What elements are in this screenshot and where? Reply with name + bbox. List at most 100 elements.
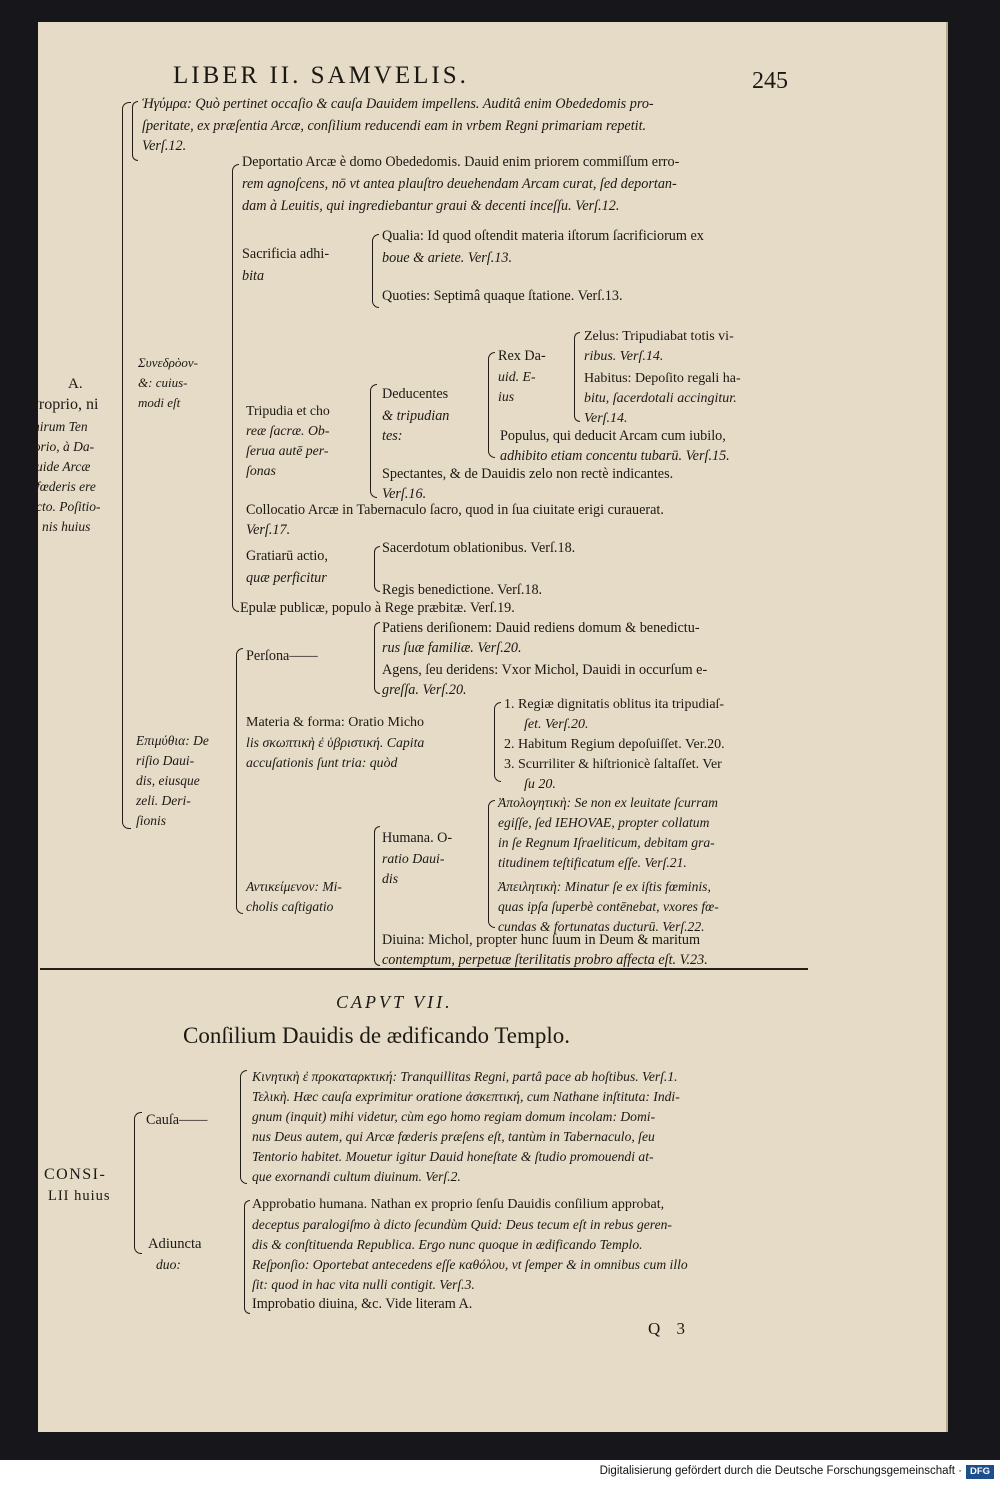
outline-bracket (132, 101, 138, 161)
tripudia-label-3: ſerua autē per- (246, 443, 329, 458)
outline-bracket (122, 102, 131, 829)
deportatio-line-2: rem agnoſcens, nō vt antea plauſtro deue… (242, 176, 677, 192)
telike-line-3: nus Deus autem, qui Arcæ fœderis præſens… (252, 1129, 655, 1144)
habitus-line-2: bitu, ſacerdotali accingitur. (584, 391, 737, 406)
outline-bracket (134, 1112, 142, 1254)
materia-item-3-line-2: ſu 20. (524, 777, 556, 792)
materia-label-1: Materia & forma: Oratio Micho (246, 715, 425, 730)
footer-bar: Digitalisierung gefördert durch die Deut… (0, 1460, 1000, 1485)
sacrificia-label-2: bita (242, 268, 265, 284)
tripudia-label-4: ſonas (246, 463, 276, 478)
patiens-line-2: rus ſuæ familiæ. Verſ.20. (382, 640, 522, 656)
diuina-line-1: Diuina: Michol, propter hunc ſuum in Deu… (382, 932, 700, 948)
materia-item-1-line-2: ſet. Verſ.20. (524, 717, 589, 732)
outline-bracket (374, 546, 380, 592)
consilii-label-2: LII huius (48, 1188, 111, 1204)
outline-bracket (240, 1070, 247, 1184)
antikeimenon-label-1: Αντικείμενον: Mi- (246, 879, 342, 894)
epimythion-label-4: zeli. Deri- (136, 793, 191, 808)
tripudia-label-2: reæ ſacræ. Ob- (246, 423, 330, 438)
agens-line-1: Agens, ſeu deridens: Vxor Michol, Dauidi… (382, 662, 708, 678)
tripudia-label-1: Tripudia et cho (246, 403, 330, 418)
root-label-line-7: cto. Poſitio- (36, 499, 101, 514)
apeiletike-line-1: Ἀπειλητικὴ: Minatur ſe ex iſtis fœminis, (498, 879, 711, 894)
outline-bracket (488, 800, 495, 928)
zelus-line-2: ribus. Verſ.14. (584, 349, 664, 364)
root-label-line-1: A. (68, 376, 83, 392)
sacerdotum-line: Sacerdotum oblationibus. Verſ.18. (382, 540, 576, 556)
telike-line-4: Tentorio habitet. Mouetur igitur Dauid h… (252, 1149, 654, 1164)
spectantes-line-2: Verſ.16. (382, 486, 427, 502)
outline-bracket (488, 352, 495, 458)
section-divider (40, 968, 808, 970)
humana-label-3: dis (382, 871, 399, 886)
humana-label-1: Humana. O- (382, 830, 453, 846)
collocatio-line-2: Verſ.17. (246, 522, 291, 538)
root-label-line-3: mirum Ten (30, 419, 88, 434)
root-label-line-5: uide Arcæ (36, 459, 91, 474)
kinetike-line: Κινητικὴ ἐ προκαταρκτική: Tranquillitas … (252, 1069, 678, 1084)
epimythion-label-5: ſionis (136, 813, 167, 828)
approbatio-line-3: dis & conſtituenda Republica. Ergo nunc … (252, 1237, 643, 1252)
rex-label-3: ius (498, 389, 515, 404)
causa-label: Cauſa—— (146, 1112, 208, 1128)
qualia-line-2: boue & ariete. Verſ.13. (382, 250, 513, 266)
page-number: 245 (752, 68, 788, 94)
footer-credit: Digitalisierung gefördert durch die Deut… (599, 1465, 962, 1477)
materia-item-3-line-1: 3. Scurriliter & hiſtrionicè ſaltaſſet. … (504, 757, 722, 772)
apologetike-line-1: Ἀπολογητικὴ: Se non ex leuitate ſcurram (498, 795, 718, 810)
zelus-line-1: Zelus: Tripudiabat totis vi- (584, 329, 734, 344)
outline-bracket (232, 164, 239, 612)
diuina-line-2: contemptum, perpetuæ ſterilitatis probro… (382, 952, 708, 968)
populus-line-2: adhibito etiam concentu tubarū. Verſ.15. (500, 448, 730, 464)
telike-line-2: gnum (inquit) mihi videtur, cùm ego homo… (252, 1109, 656, 1124)
approbatio-line-2: deceptus paralogiſmo à dicto ſecundùm Qu… (252, 1217, 672, 1232)
spectantes-line-1: Spectantes, & de Dauidis zelo non rectè … (382, 466, 674, 482)
synedrion-label-line-2: &: cuius- (138, 375, 188, 390)
deducentes-label-2: & tripudian (382, 408, 450, 424)
outline-bracket (244, 1200, 250, 1314)
humana-label-2: ratio Daui- (382, 851, 445, 866)
apologetike-line-4: titudinem teſtificatum eſſe. Verſ.21. (498, 855, 687, 870)
apeiletike-line-3: cundas & fortunatas ducturū. Verſ.22. (498, 919, 705, 934)
epulae-line: Epulæ publicæ, populo à Rege præbitæ. Ve… (240, 600, 515, 616)
running-title: LIBER II. SAMVELIS. (173, 62, 469, 89)
habitus-line-3: Verſ.14. (584, 411, 628, 426)
hyparxis-line-2: ſperitate, ex præſentia Arcæ, conſilium … (142, 118, 647, 134)
deportatio-line-3: dam à Leuitis, qui ingrediebantur graui … (242, 198, 620, 214)
epimythion-label-1: Επιμύθια: De (136, 733, 209, 748)
book-page: LIBER II. SAMVELIS. 245 Ἡγύμρα: Quò pert… (30, 22, 948, 1432)
deducentes-label-3: tes: (382, 428, 403, 444)
persona-label: Perſona—— (246, 648, 318, 664)
synedrion-label-line-3: modi eſt (138, 395, 181, 410)
collocatio-line-1: Collocatio Arcæ in Tabernaculo ſacro, qu… (246, 502, 664, 518)
regis-line: Regis benedictione. Verſ.18. (382, 582, 543, 598)
root-label-line-2: Proprio, ni (30, 396, 99, 413)
chapter-title: Conſilium Dauidis de ædificando Templo. (183, 1023, 571, 1048)
deportatio-line-1: Deportatio Arcæ è domo Obededomis. Dauid… (242, 154, 680, 170)
approbatio-line-5: ſit: quod in hac vita nulli contigit. Ve… (252, 1277, 475, 1292)
rex-label-2: uid. E- (498, 369, 536, 384)
qualia-line-1: Qualia: Id quod oſtendit materia iſtorum… (382, 228, 704, 244)
signature-mark: Q 3 (648, 1319, 692, 1338)
materia-label-2: lis σκωπτικὴ ἐ ὑβριστική. Capita (246, 735, 425, 750)
rex-label-1: Rex Da- (498, 348, 546, 364)
quoties-line: Quoties: Septimâ quaque ſtatione. Verſ.1… (382, 288, 623, 304)
adiuncta-label-1: Adiuncta (148, 1236, 202, 1252)
outline-bracket (494, 702, 501, 782)
hyparxis-line-3: Verſ.12. (142, 138, 187, 154)
telike-line-5: que exornandi cultum diuinum. Verſ.2. (252, 1169, 461, 1184)
telike-line-1: Τελικὴ. Hæc cauſa exprimitur oratione ἀσ… (252, 1089, 680, 1104)
improbatio-line: Improbatio diuina, &c. Vide literam A. (252, 1296, 473, 1312)
outline-bracket (370, 384, 377, 498)
gratiarum-label-2: quæ perficitur (246, 570, 327, 586)
dfg-logo: DFG (966, 1465, 994, 1479)
deducentes-label-1: Deducentes (382, 386, 449, 402)
adiuncta-label-2: duo: (156, 1257, 181, 1272)
habitus-line-1: Habitus: Depoſito regali ha- (584, 371, 741, 386)
patiens-line-1: Patiens deriſionem: Dauid rediens domum … (382, 620, 700, 636)
materia-label-3: accuſationis ſunt tria: quòd (246, 755, 398, 770)
consilii-label-1: CONSI- (44, 1166, 107, 1183)
populus-line-1: Populus, qui deducit Arcam cum iubilo, (500, 428, 726, 444)
antikeimenon-label-2: cholis caſtigatio (246, 899, 334, 914)
